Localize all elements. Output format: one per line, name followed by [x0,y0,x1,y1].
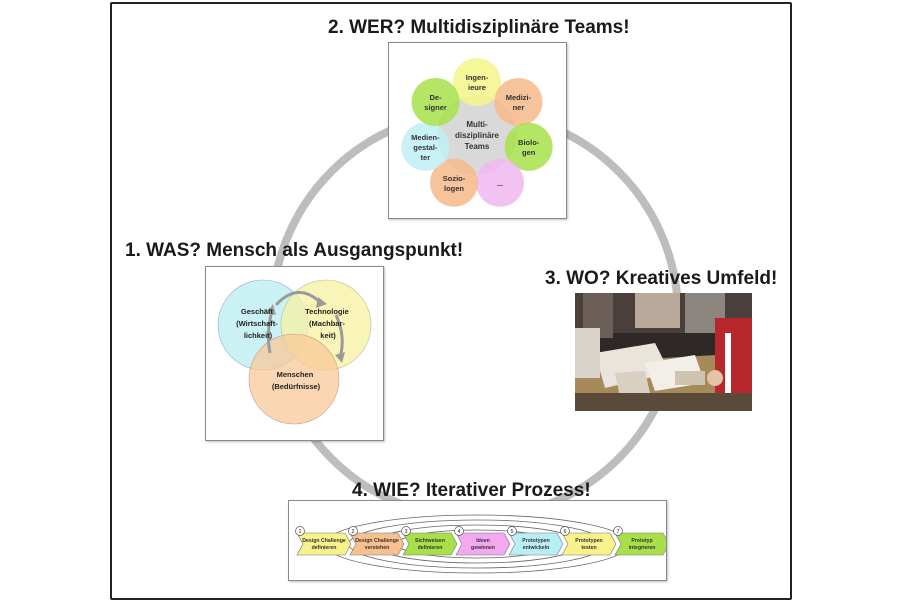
process-step-number: 6 [563,529,566,535]
process-step-badge [295,526,305,536]
venn-panel: Geschäft (Wirtschaft- lichkeit) Technolo… [205,266,384,441]
venn-circle-people [248,333,340,425]
team-member-circle [475,158,524,207]
team-member-label: Medizi-ner [506,93,532,112]
process-step-number: 3 [404,529,407,535]
svg-text:Technologie (Machbar-: Technologie (Machbar- keit) [305,307,351,340]
title-where: 3. WO? Kreatives Umfeld! [545,268,778,289]
process-step-number: 4 [457,529,460,535]
svg-text:Menschen (Bedürfnisse): Menschen (Bedürfnisse) [272,370,321,391]
venn-people-sub: (Bedürfnisse) [272,382,321,391]
title-how: 4. WIE? Iterativer Prozess! [352,480,591,501]
svg-text:Geschäft (Wirtschaft-: Geschäft (Wirtschaft- lichkeit) [236,307,280,340]
venn-technology-sub2: keit) [320,331,336,340]
venn-technology-label: Technologie [305,307,349,316]
venn-diagram: Geschäft (Wirtschaft- lichkeit) Technolo… [217,279,372,425]
team-member-label: ... [497,179,503,188]
process-step-number: 5 [510,529,513,535]
process-step-badge [613,526,623,536]
venn-cycle-arrow [274,291,323,307]
team-member-circle [504,122,553,171]
process-step [402,532,458,556]
team-member-label: Biolo-gen [518,138,540,157]
process-step [614,532,666,556]
process-step-badge [348,526,358,536]
process-step-badge [454,526,464,536]
venn-business-sub2: lichkeit) [244,331,273,340]
venn-technology-sub1: (Machbar- [309,319,345,328]
process-step [296,532,352,556]
process-step-badge [401,526,411,536]
team-member-circle [494,77,543,126]
process-step-number: 2 [351,529,354,535]
venn-business-label: Geschäft [241,307,274,316]
team-member-circle [430,158,479,207]
process-step [455,532,511,556]
title-who: 2. WER? Multidisziplinäre Teams! [328,17,630,38]
process-step-number: 1 [298,529,301,535]
process-step-number: 7 [616,529,619,535]
workshop-photo [575,293,752,411]
team-member-label: Ingen-ieure [466,73,489,92]
teams-center-circle [437,95,517,175]
team-member-circle [411,77,460,126]
team-member-label: Medien-gestal-ter [411,133,440,162]
process-step [349,532,405,556]
team-member-label: De-signer [424,93,447,112]
venn-business-sub1: (Wirtschaft- [236,319,278,328]
process-step-badge [560,526,570,536]
team-member-circle [401,122,450,171]
team-member-circle [453,58,501,106]
venn-people-label: Menschen [277,370,314,379]
workshop-photo-image [575,293,752,411]
process-step [508,532,564,556]
process-step [561,532,617,556]
title-what: 1. WAS? Mensch als Ausgangspunkt! [125,240,464,261]
process-step-badge [507,526,517,536]
team-member-label: Sozio-logen [443,174,466,193]
